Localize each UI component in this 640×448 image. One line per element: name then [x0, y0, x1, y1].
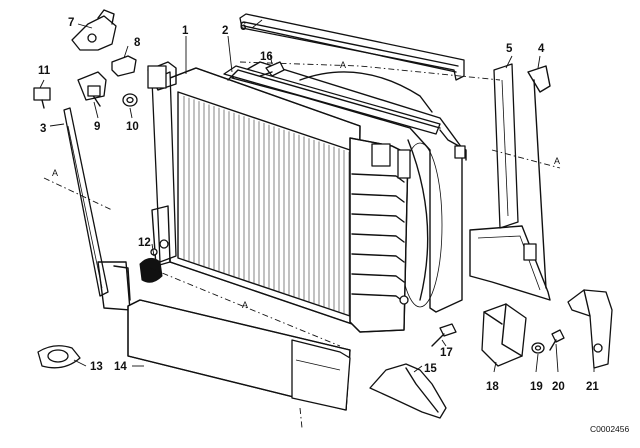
- plug-8: [111, 55, 137, 77]
- screw-20: [549, 329, 565, 351]
- section-lines: [43, 61, 561, 429]
- callout-19: 19: [530, 381, 543, 393]
- callout-1: 1: [182, 25, 189, 37]
- callout-18: 18: [486, 381, 499, 393]
- callout-6: 6: [240, 21, 246, 33]
- leader-lines: [39, 19, 595, 373]
- callout-2: 2: [222, 25, 228, 37]
- callout-13: 13: [90, 361, 103, 373]
- callout-12: 12: [138, 237, 151, 249]
- callout-16: 16: [260, 51, 273, 63]
- bracket-21: [567, 289, 613, 369]
- callout-4: 4: [538, 43, 545, 55]
- grommet-13: [37, 345, 81, 369]
- lower-cover-plate: [127, 299, 351, 411]
- section-marker-bottom: A: [242, 300, 248, 310]
- callout-21: 21: [586, 381, 599, 393]
- control-unit-18: [481, 303, 527, 367]
- callout-9: 9: [94, 121, 100, 133]
- temperature-switch-9: [77, 71, 107, 107]
- section-marker-left: A: [52, 168, 58, 178]
- side-seal-right: [493, 63, 519, 229]
- radiator-core: [147, 61, 411, 333]
- side-seal-left: [63, 107, 131, 311]
- callout-labels: 1 2 3 4 5 6 7 8 9 10 11 12 13 14 15 16 1…: [38, 17, 599, 393]
- callout-11: 11: [38, 65, 51, 77]
- callout-14: 14: [114, 361, 127, 373]
- callout-3: 3: [40, 123, 46, 135]
- callout-10: 10: [126, 121, 139, 133]
- section-markers: A A A A: [52, 60, 560, 310]
- bush-12: [139, 248, 163, 283]
- fan-shroud: [231, 61, 467, 313]
- washer-19: [531, 342, 545, 354]
- drain-plug-11: [33, 87, 51, 109]
- bolt-16: [259, 61, 285, 77]
- callout-15: 15: [424, 363, 437, 375]
- callout-8: 8: [134, 37, 141, 49]
- upper-seal-strip: [239, 13, 465, 81]
- section-marker-right: A: [554, 156, 560, 166]
- callout-20: 20: [552, 381, 565, 393]
- washer-10: [122, 93, 138, 107]
- bracket-7: [71, 9, 117, 51]
- callout-5: 5: [506, 43, 513, 55]
- side-bracket-right: [469, 65, 551, 301]
- callout-7: 7: [68, 17, 74, 29]
- bolt-17: [431, 323, 457, 347]
- drawing-code: C0002456: [590, 424, 630, 434]
- callout-17: 17: [440, 347, 453, 359]
- mount-15: [369, 363, 447, 419]
- section-marker-top: A: [340, 60, 346, 70]
